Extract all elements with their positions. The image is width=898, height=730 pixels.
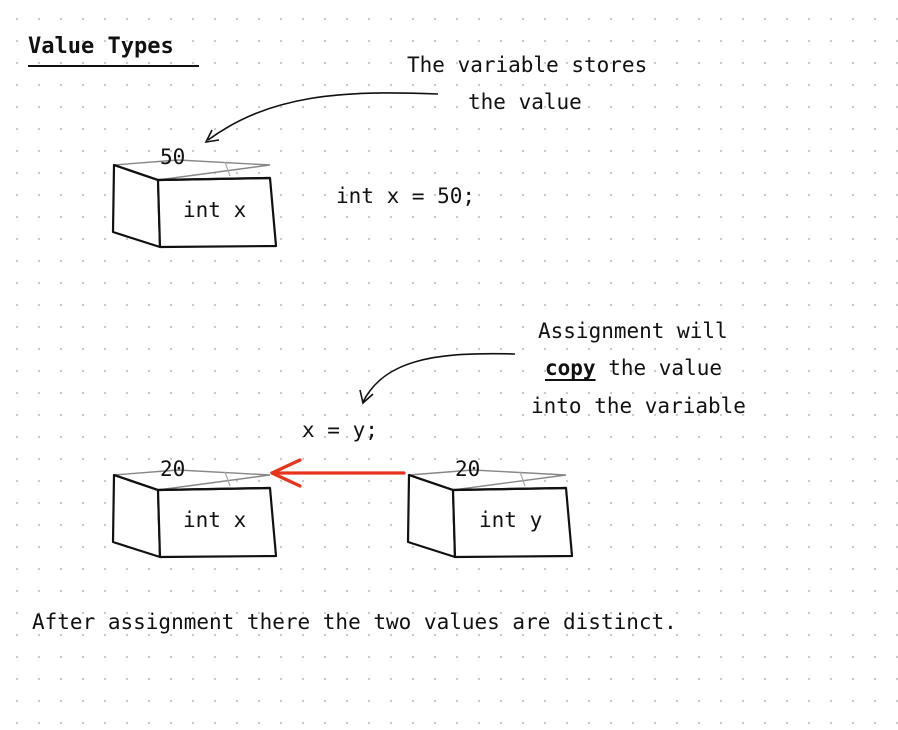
note-bottom-copy-word: copy bbox=[545, 356, 596, 380]
annotation-arrow-bottom-head bbox=[359, 389, 374, 405]
annotation-arrow-bottom bbox=[362, 352, 516, 403]
box-int-x-bottom bbox=[111, 469, 278, 559]
page-title: Value Types bbox=[28, 34, 174, 59]
code-assignment: x = y; bbox=[302, 418, 378, 442]
box-left-value: 20 bbox=[160, 457, 186, 481]
annotation-arrow-top-head bbox=[204, 129, 220, 144]
box-right-label: int y bbox=[479, 508, 543, 532]
box-int-y-bottom bbox=[406, 469, 574, 559]
box-top-value: 50 bbox=[160, 145, 186, 169]
note-bottom-line2: copy the value bbox=[545, 356, 722, 380]
box-int-x-top bbox=[111, 159, 278, 249]
box-left-label: int x bbox=[183, 508, 247, 532]
note-bottom-line3: into the variable bbox=[531, 394, 746, 418]
note-top-line2: the value bbox=[468, 90, 582, 114]
copy-arrow bbox=[270, 458, 406, 488]
note-bottom-line2-rest: the value bbox=[595, 356, 723, 380]
note-top-line1: The variable stores bbox=[407, 53, 648, 77]
footer-caption: After assignment there the two values ar… bbox=[32, 610, 677, 634]
annotation-arrow-top bbox=[207, 92, 439, 141]
box-top-label: int x bbox=[183, 198, 247, 222]
note-bottom-line1: Assignment will bbox=[538, 319, 728, 343]
code-declaration: int x = 50; bbox=[336, 184, 476, 208]
box-right-value: 20 bbox=[455, 457, 481, 481]
